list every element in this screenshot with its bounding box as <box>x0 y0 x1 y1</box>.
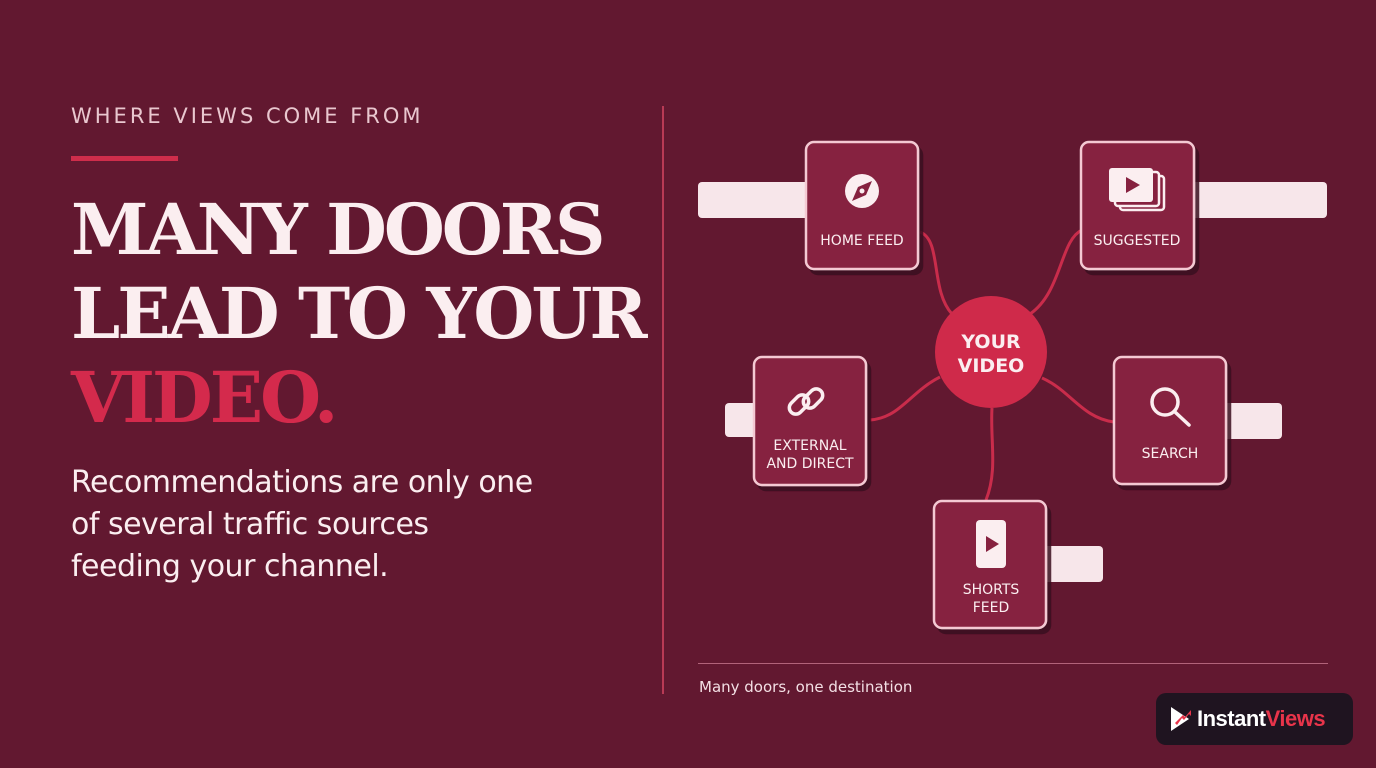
link-icon <box>787 387 825 416</box>
video-stack-icon <box>1109 168 1166 212</box>
brand-name: InstantViews <box>1197 706 1326 732</box>
connector-home <box>919 230 954 316</box>
node-label-external-1: EXTERNAL <box>773 438 846 454</box>
headline: MANY DOORS LEAD TO YOUR VIDEO. <box>71 188 648 440</box>
diagram-caption: Many doors, one destination <box>699 678 913 696</box>
node-label-external-2: AND DIRECT <box>766 456 854 472</box>
center-label-1: YOUR <box>960 331 1021 353</box>
node-shorts-feed: SHORTS FEED <box>932 499 1048 630</box>
door-bars <box>698 182 1327 582</box>
node-home-feed: HOME FEED <box>804 140 920 271</box>
eyebrow-label: WHERE VIEWS COME FROM <box>71 104 424 128</box>
center-node: YOUR VIDEO <box>935 296 1047 408</box>
connector-suggested <box>1029 228 1083 316</box>
headline-line-1: MANY DOORS <box>71 188 606 271</box>
accent-rule <box>71 156 178 161</box>
search-icon <box>1150 387 1191 427</box>
node-suggested: SUGGESTED <box>1079 140 1196 271</box>
caption-rule <box>698 663 1328 664</box>
brand-logo-icon <box>1171 707 1191 731</box>
headline-line-3: VIDEO. <box>71 356 338 439</box>
phone-play-icon <box>976 520 1006 568</box>
compass-icon <box>845 174 879 208</box>
node-search: SEARCH <box>1112 355 1228 486</box>
brand-name-part-2: Views <box>1265 706 1326 731</box>
node-external-direct: EXTERNAL AND DIRECT <box>752 355 868 487</box>
connector-external <box>869 375 941 422</box>
door-bar-shorts <box>1035 546 1103 582</box>
subtitle: Recommendations are only one of several … <box>71 465 533 584</box>
door-bar-search <box>1215 403 1282 439</box>
brand-name-part-1: Instant <box>1197 706 1266 731</box>
door-bar-home <box>698 182 818 218</box>
headline-line-2: LEAD TO YOUR <box>71 272 648 355</box>
vertical-divider <box>662 106 664 694</box>
node-label-shorts-1: SHORTS <box>963 582 1020 598</box>
node-label-suggested: SUGGESTED <box>1094 233 1181 249</box>
brand-badge: InstantViews <box>1156 693 1353 745</box>
node-label-home: HOME FEED <box>820 233 903 249</box>
connector-shorts <box>984 407 995 501</box>
node-label-search: SEARCH <box>1142 446 1199 462</box>
door-bar-suggested <box>1185 182 1327 218</box>
center-label-2: VIDEO <box>958 355 1025 377</box>
connector-search <box>1041 376 1115 424</box>
connectors <box>869 228 1115 501</box>
node-label-shorts-2: FEED <box>973 600 1010 616</box>
